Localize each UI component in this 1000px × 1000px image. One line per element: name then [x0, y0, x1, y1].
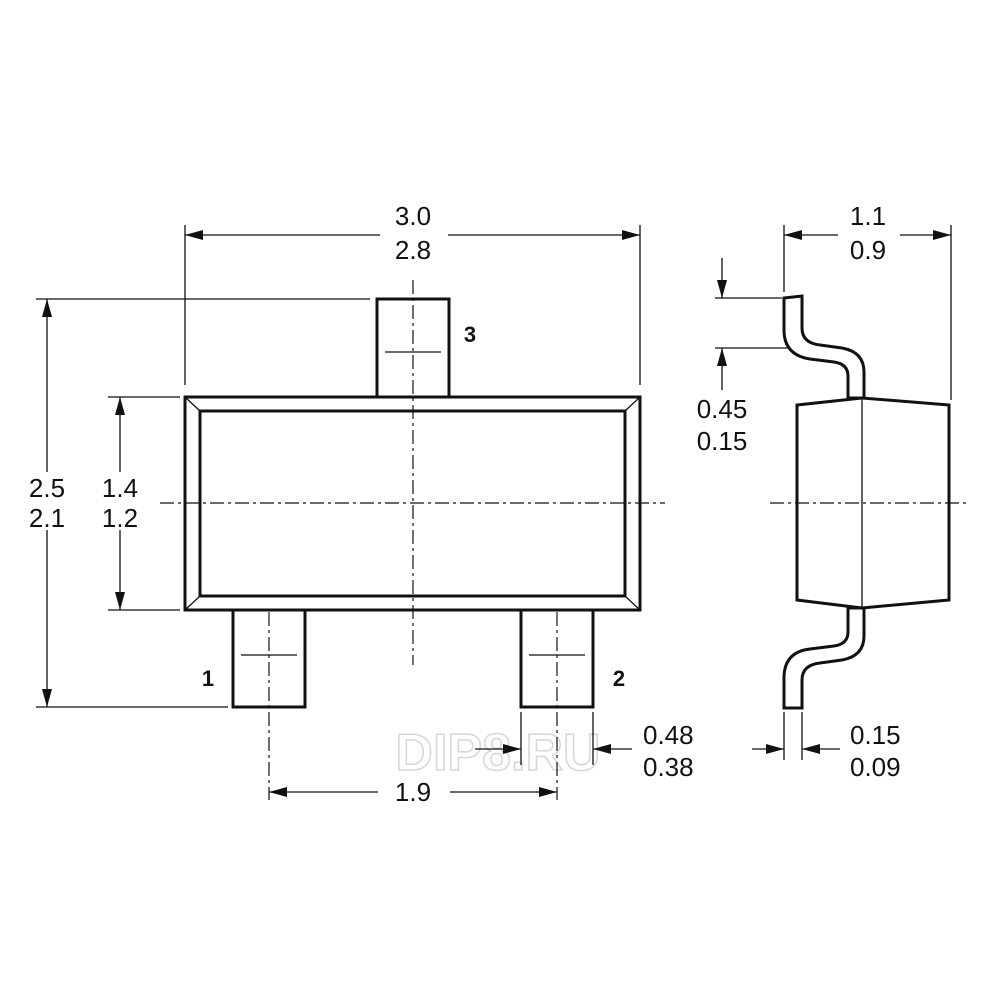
dim-height-min: 0.9	[850, 235, 886, 265]
dim-lead-width: 0.48 0.38	[475, 712, 694, 782]
dim-body-width: 1.4 1.2	[102, 396, 180, 611]
top-view: 3 1 2 3.0 2.8 2.5 2.1	[29, 201, 694, 807]
dim-lead-thickness: 0.15 0.09	[752, 712, 901, 782]
dim-lead-width-max: 0.48	[643, 720, 694, 750]
dim-standoff: 0.45 0.15	[697, 258, 790, 456]
watermark-logo: DIP8.RU	[395, 724, 600, 782]
dim-standoff-max: 0.45	[697, 394, 748, 424]
dim-height: 1.1 0.9	[783, 201, 952, 400]
dim-lead-width-min: 0.38	[643, 752, 694, 782]
dim-lead-thickness-min: 0.09	[850, 752, 901, 782]
dim-body-width-max: 1.4	[102, 473, 138, 503]
pin-2-label: 2	[613, 666, 625, 691]
dim-body-length: 3.0 2.8	[184, 201, 641, 385]
dim-overall-width-max: 2.5	[29, 473, 65, 503]
dim-pin-pitch: 1.9	[269, 777, 557, 807]
dim-body-length-max: 3.0	[395, 201, 431, 231]
dim-height-max: 1.1	[850, 201, 886, 231]
pin-1-label: 1	[202, 666, 214, 691]
pin-3-label: 3	[464, 322, 476, 347]
dim-pin-pitch-value: 1.9	[395, 777, 431, 807]
dim-body-length-min: 2.8	[395, 235, 431, 265]
dim-lead-thickness-max: 0.15	[850, 720, 901, 750]
side-view: 1.1 0.9 0.45 0.15 0.15 0.09	[697, 201, 970, 782]
dim-body-width-min: 1.2	[102, 503, 138, 533]
dim-overall-width-min: 2.1	[29, 503, 65, 533]
side-lead-bottom	[782, 606, 866, 710]
side-lead-top	[782, 294, 866, 400]
dim-overall-width: 2.5 2.1	[29, 298, 370, 708]
dim-standoff-min: 0.15	[697, 426, 748, 456]
